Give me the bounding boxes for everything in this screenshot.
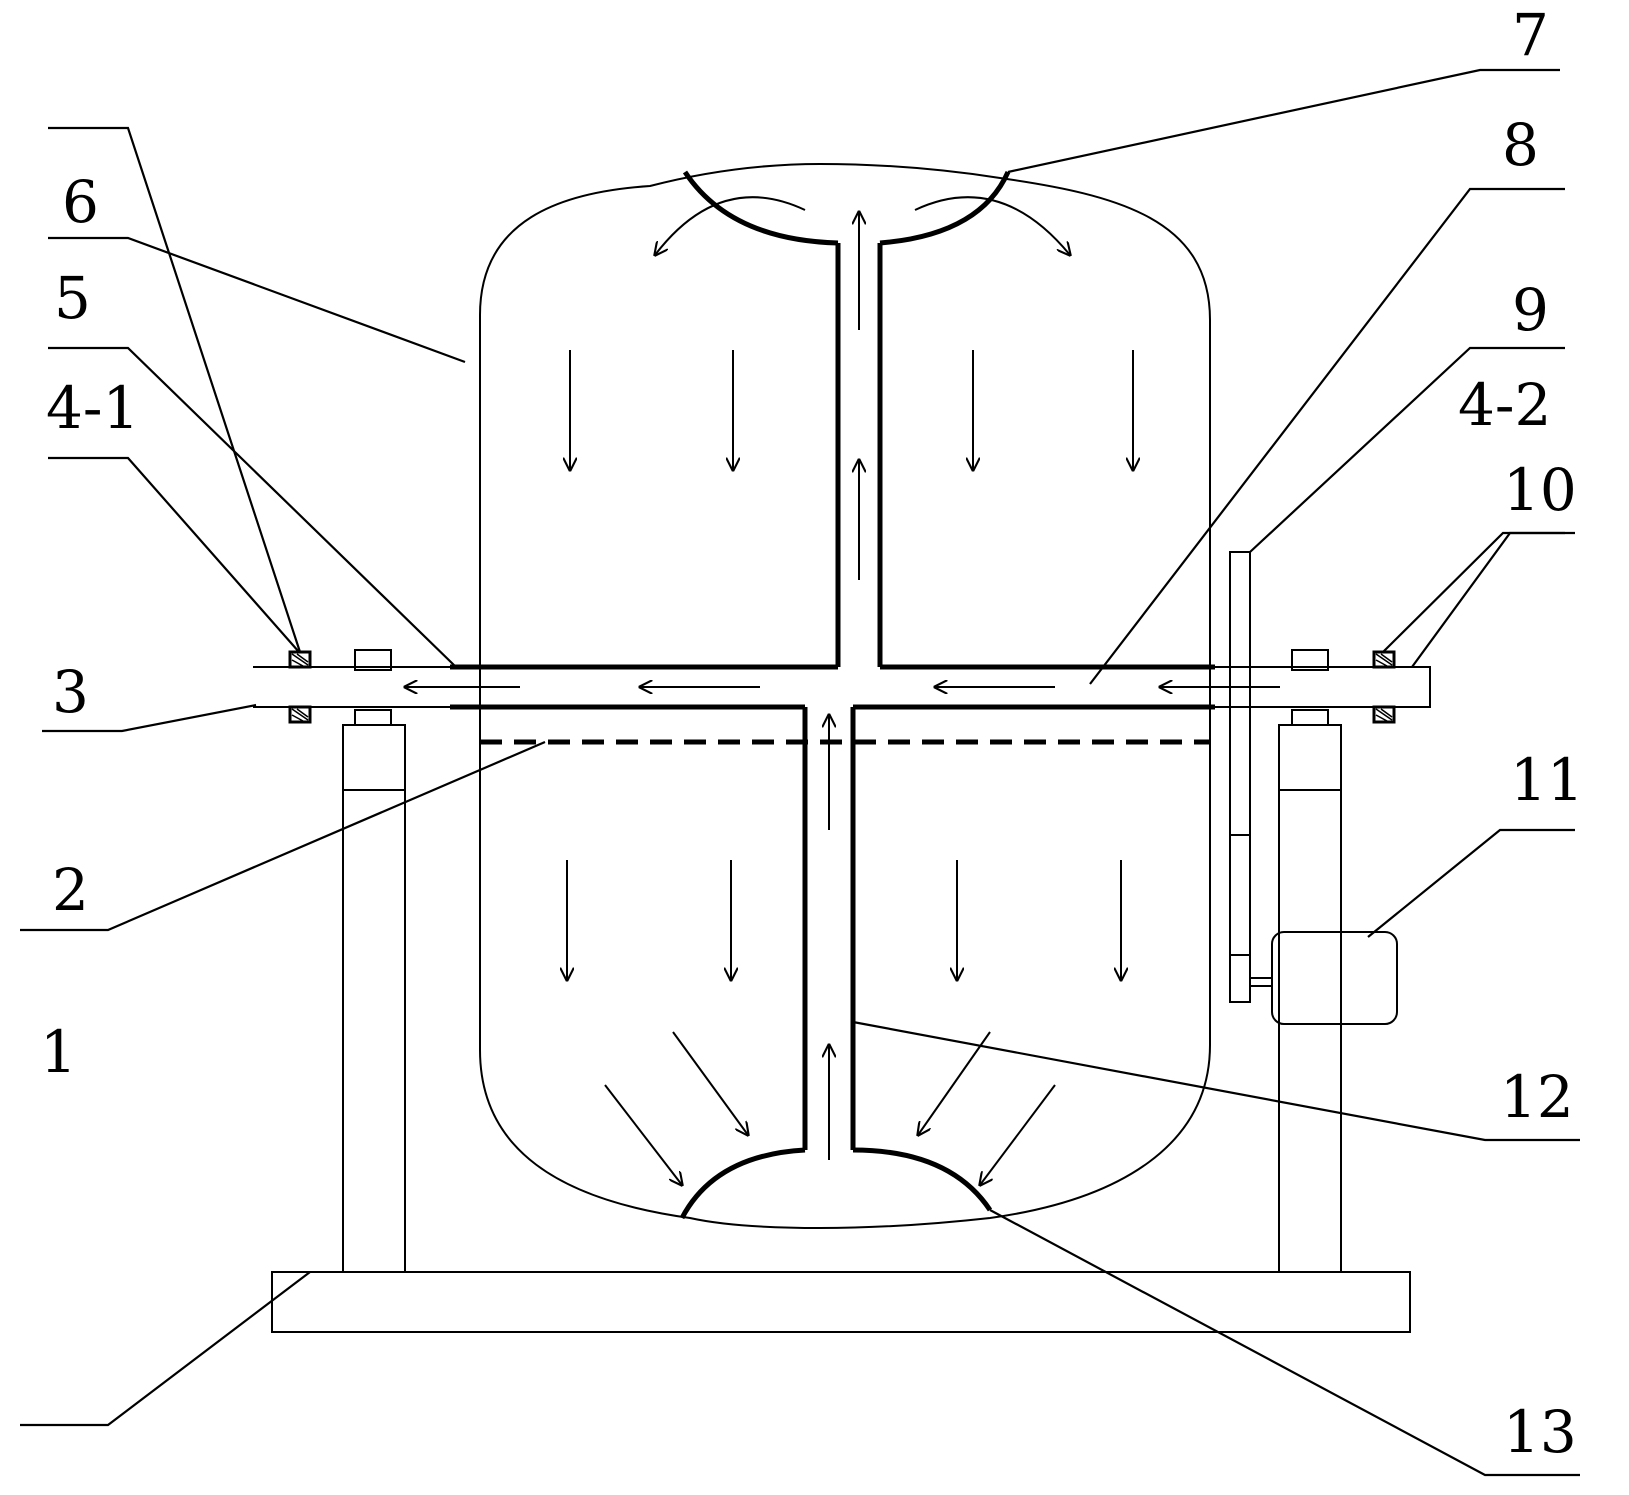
base-plate bbox=[271, 1271, 1411, 1333]
flow-arrows-spreader bbox=[655, 196, 1070, 255]
label-2: 2 bbox=[52, 856, 89, 924]
left-support bbox=[342, 649, 406, 1273]
label-4-2: 4-2 bbox=[1458, 371, 1551, 439]
drive-chain bbox=[1229, 551, 1272, 1003]
lower-vertical-pipe bbox=[802, 707, 856, 1150]
upper-vertical-pipe bbox=[835, 243, 883, 667]
label-7: 7 bbox=[1512, 1, 1549, 69]
label-4-1: 4-1 bbox=[46, 374, 139, 442]
label-3: 3 bbox=[52, 658, 89, 726]
label-12: 12 bbox=[1500, 1063, 1574, 1131]
tank-shell bbox=[479, 162, 1211, 1230]
label-10: 10 bbox=[1503, 456, 1577, 524]
label-9: 9 bbox=[1512, 276, 1549, 344]
right-support bbox=[1278, 649, 1342, 1273]
label-8: 8 bbox=[1502, 111, 1539, 179]
lower-collector-dome bbox=[679, 1147, 993, 1220]
label-13: 13 bbox=[1503, 1398, 1577, 1466]
seal-right bbox=[1372, 650, 1396, 724]
seal-left bbox=[288, 650, 312, 724]
upper-spreader-dome bbox=[682, 170, 1011, 246]
label-1: 1 bbox=[40, 1018, 77, 1086]
hollow-shaft bbox=[253, 664, 1431, 710]
flow-arrows-pipe bbox=[829, 212, 859, 1160]
label-6: 6 bbox=[62, 168, 99, 236]
flow-arrows-tank bbox=[567, 350, 1133, 980]
flow-arrows-collector bbox=[604, 1031, 1056, 1185]
motor bbox=[1271, 931, 1398, 1025]
label-11: 11 bbox=[1510, 746, 1584, 814]
leader-lines bbox=[20, 68, 1580, 1477]
label-5: 5 bbox=[54, 264, 91, 332]
